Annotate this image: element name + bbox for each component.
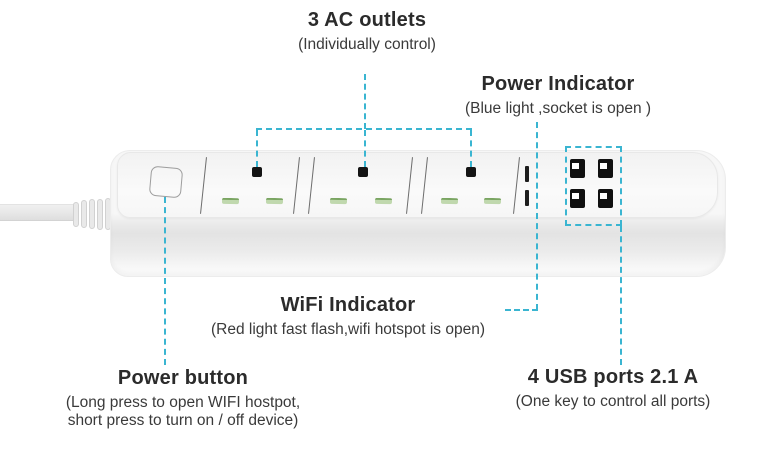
power-indicator-subtitle: (Blue light ,socket is open ): [464, 100, 652, 117]
power-button-subtitle-line1: (Long press to open WIFI hostpot,: [65, 394, 301, 411]
usb-port-4: [598, 189, 613, 208]
strain-relief-rib: [73, 202, 79, 227]
indicator-pointer-line: [536, 122, 538, 310]
ac-outlet-1-pointer-line: [256, 130, 258, 167]
wifi-indicator-arm-line: [505, 309, 538, 311]
ac-outlets-subtitle: (Individually control): [298, 36, 436, 53]
ac-outlet-3-slot-right: [483, 197, 502, 205]
callout-wifi-indicator: WiFi Indicator (Red light fast flash,wif…: [211, 294, 485, 339]
ac-outlet-3-slot-left: [440, 197, 459, 205]
callout-ac-outlets: 3 AC outlets (Individually control): [298, 9, 436, 54]
ac-outlet-3-pointer-line: [470, 130, 472, 167]
usb-ports-title: 4 USB ports 2.1 A: [527, 366, 699, 388]
usb-ports-highlight-box: [565, 146, 622, 226]
ac-outlets-title: 3 AC outlets: [307, 9, 427, 31]
wifi-indicator-led: [525, 190, 529, 206]
ac-outlet-2-earth-pin: [358, 167, 368, 177]
usb-ports-pointer-line: [620, 226, 622, 365]
power-button: [148, 165, 184, 199]
strain-relief-rib: [81, 200, 87, 228]
power-strip-top-face: [117, 152, 718, 218]
ac-outlet-1-slot-left: [221, 197, 240, 205]
wifi-indicator-subtitle: (Red light fast flash,wifi hotspot is op…: [211, 321, 485, 338]
usb-port-3: [570, 189, 585, 208]
strain-relief-rib: [97, 199, 103, 230]
ac-outlets-stem-line: [364, 74, 366, 129]
usb-ports-subtitle: (One key to control all ports): [515, 393, 711, 410]
ac-outlet-2-pointer-line: [364, 130, 366, 167]
ac-outlet-2-slot-left: [329, 197, 348, 205]
strain-relief-rib: [89, 199, 95, 229]
power-button-subtitle-line2: short press to turn on / off device): [67, 412, 299, 429]
callout-usb-ports: 4 USB ports 2.1 A (One key to control al…: [516, 366, 711, 411]
ac-outlet-2-slot-right: [374, 197, 393, 205]
callout-power-indicator: Power Indicator (Blue light ,socket is o…: [465, 73, 651, 118]
ac-outlet-1-earth-pin: [252, 167, 262, 177]
ac-outlet-1-slot-right: [265, 197, 284, 205]
usb-port-1: [570, 159, 585, 178]
power-button-pointer-line: [164, 197, 166, 365]
ac-outlets-cross-line: [256, 128, 472, 130]
power-indicator-led: [525, 166, 529, 182]
ac-outlet-3-earth-pin: [466, 167, 476, 177]
power-indicator-title: Power Indicator: [481, 73, 635, 95]
power-button-title: Power button: [117, 367, 249, 389]
usb-port-2: [598, 159, 613, 178]
power-cable: [0, 204, 78, 221]
wifi-indicator-title: WiFi Indicator: [280, 294, 416, 316]
callout-power-button: Power button (Long press to open WIFI ho…: [66, 367, 300, 430]
